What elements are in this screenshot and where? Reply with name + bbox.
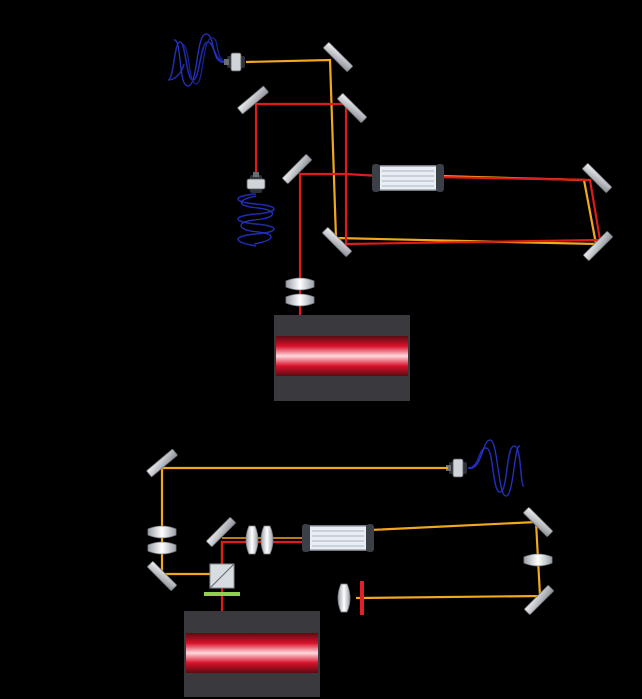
lens-icon (260, 525, 274, 555)
fiber-coupler-icon (246, 171, 266, 194)
pump-laser (184, 611, 320, 697)
fiber-coil-icon (237, 193, 275, 247)
mirror-icon (322, 41, 354, 73)
fiber-coil-icon (167, 41, 227, 81)
signal-beam (245, 58, 598, 246)
mirror-icon (582, 230, 614, 262)
fiber-coil-icon (467, 445, 525, 493)
lens-icon (285, 277, 315, 291)
lens-icon (245, 525, 259, 555)
filter-icon (204, 592, 240, 596)
fiber-coupler-icon (445, 458, 468, 478)
lens-icon (147, 541, 177, 555)
lens-icon (147, 525, 177, 539)
signal-beam (160, 466, 448, 576)
lens-icon (523, 553, 553, 567)
mirror-icon (281, 153, 313, 185)
top-setup (167, 33, 614, 401)
mirror-icon (321, 226, 353, 258)
mirror-icon (336, 92, 368, 124)
mirror-icon (237, 85, 269, 115)
pump-laser (274, 315, 410, 401)
bottom-setup (146, 439, 555, 697)
waveplate-icon (360, 581, 364, 615)
lens-icon (285, 293, 315, 307)
beam-splitter-icon (209, 563, 235, 589)
fiber-coupler-icon (223, 52, 246, 72)
nonlinear-crystal-icon (301, 523, 375, 553)
pump-beam (220, 540, 310, 632)
lens-icon (337, 583, 351, 613)
nonlinear-crystal-icon (371, 163, 445, 193)
signal-beam-return (355, 520, 542, 600)
pump-beam (254, 102, 348, 318)
